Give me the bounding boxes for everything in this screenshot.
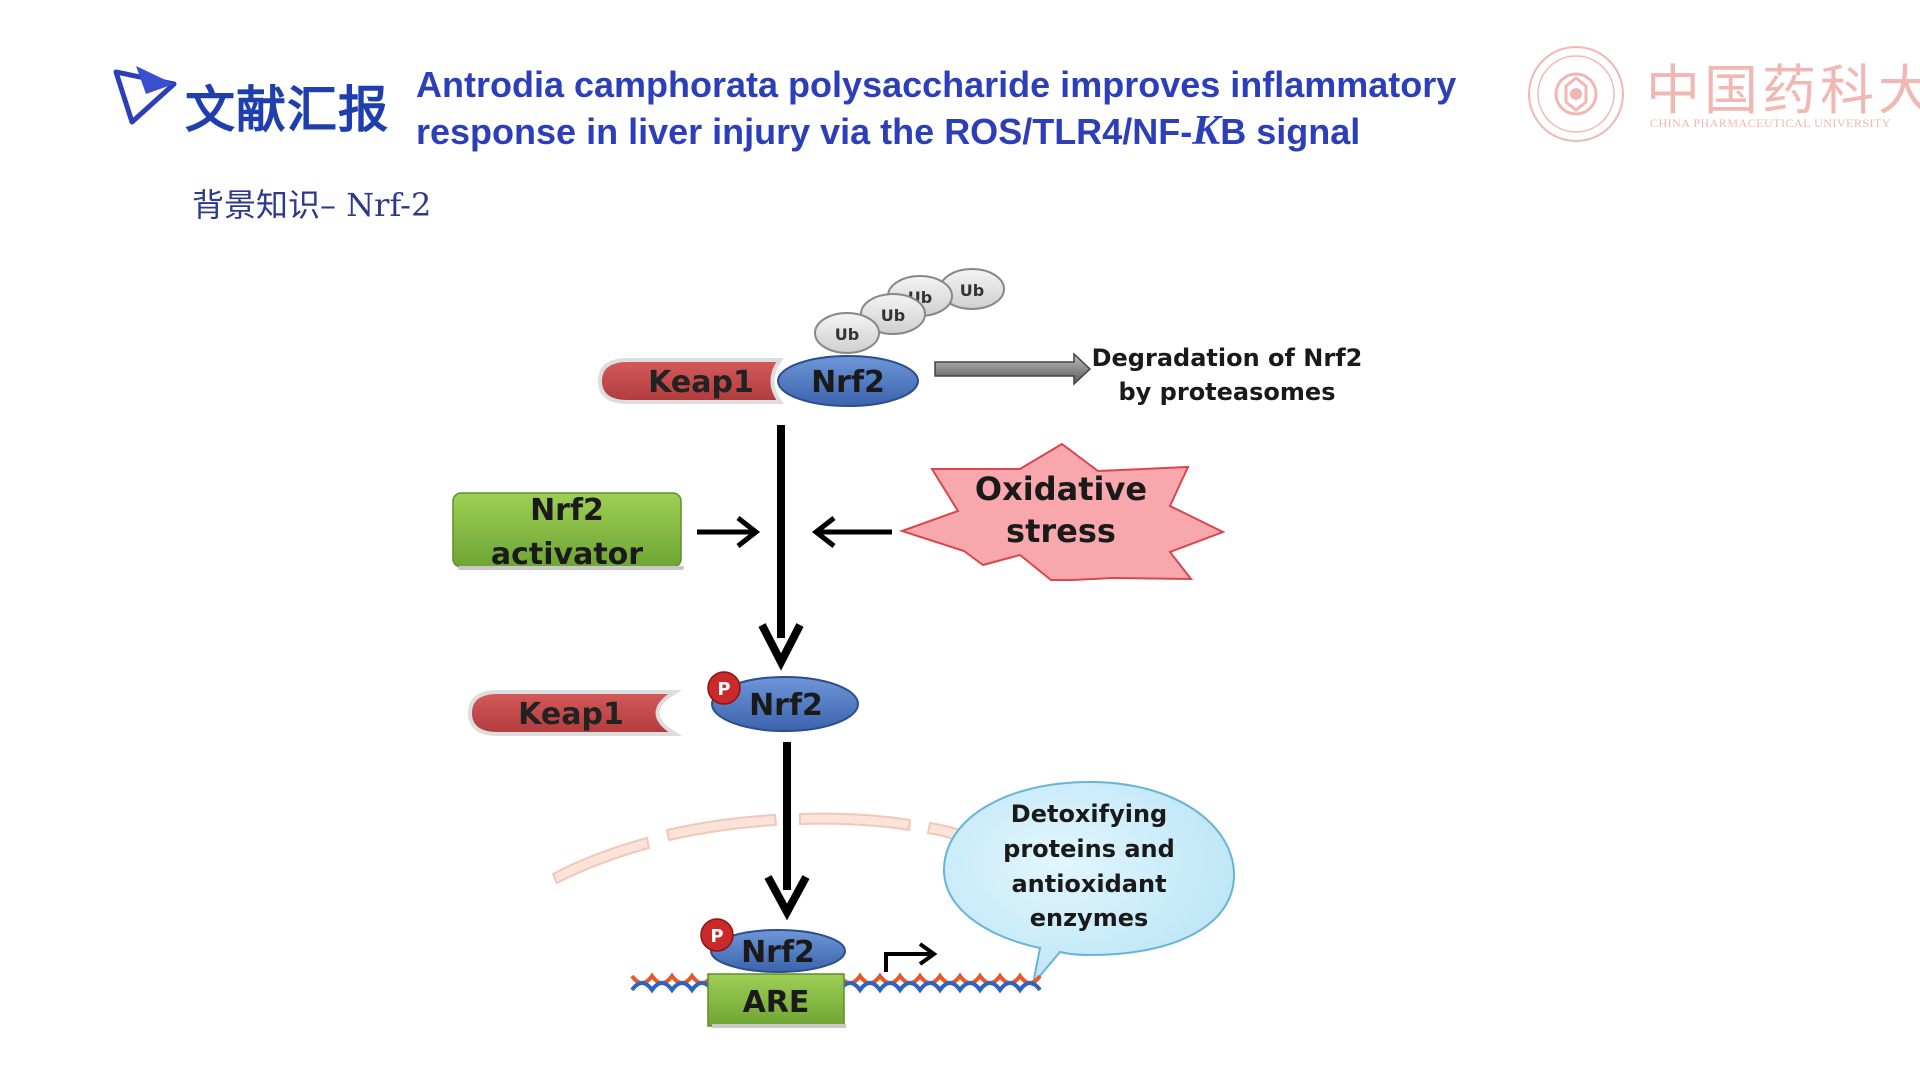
nrf2-shape-bottom [710,929,846,973]
stress-label-line-2: stress [1006,512,1116,550]
section-subtitle: 背景知识– Nrf-2 [192,186,432,224]
nrf2-shape-top [777,355,919,407]
bubble-line-4: enzymes [1030,904,1149,932]
keap1-label-mid: Keap1 [518,697,624,732]
title-line-2-post: B signal [1220,111,1361,152]
university-name-cn: 中国药科大学 [1646,59,1920,122]
activator-arrow [697,516,761,548]
bubble-line-3: antioxidant [1011,870,1166,898]
degradation-arrow [934,352,1092,386]
ub-bead-1 [814,312,880,354]
release-arrow [758,425,804,671]
page-title: Antrodia camphorata polysaccharide impro… [416,62,1516,155]
ub-label-1: Ub [835,325,859,344]
stress-arrow [811,516,892,548]
nrf2-shape-mid [711,676,859,732]
stress-label-line-1: Oxidative [975,470,1147,508]
phospho-label-bottom: P [710,926,723,947]
phospho-label-mid: P [717,679,730,700]
title-line-1: Antrodia camphorata polysaccharide impro… [416,64,1457,105]
nrf2-label-bottom: Nrf2 [741,935,815,970]
phospho-badge-mid [707,671,741,705]
keap1-shape-mid [467,690,683,736]
report-logo-icon [113,66,177,125]
keap1-nrf2-complex-top: Keap1 Nrf2 [597,355,919,407]
keap1-released: Keap1 [467,690,683,736]
oxidative-stress-star: Oxidative stress [898,442,1226,581]
keap1-label-top: Keap1 [648,365,754,400]
bubble-line-1: Detoxifying [1011,800,1167,828]
bubble-line-2: proteins and [1003,835,1175,863]
nrf2-label-mid: Nrf2 [749,688,823,723]
activator-label-line-1: Nrf2 [530,493,604,528]
translocation-arrow [764,742,810,921]
report-label: 文献汇报 [185,81,389,139]
university-name-en: CHINA PHARMACEUTICAL UNIVERSITY [1650,116,1892,130]
ubiquitin-chain: Ub Ub Ub Ub [814,268,1005,354]
ub-label-2: Ub [881,306,905,325]
transcription-start-arrow [884,942,938,972]
nrf2-phosphorylated: Nrf2 P [707,671,859,732]
dna-strand [630,972,1042,994]
degradation-label-line-1: Degradation of Nrf2 [1092,344,1363,372]
title-line-2-pre: response in liver injury via the ROS/TLR… [416,111,1193,152]
university-seal-icon [1528,46,1624,142]
title-line-2: response in liver injury via the ROS/TLR… [416,108,1516,155]
are-element: ARE [707,973,846,1028]
ub-label-4: Ub [960,281,984,300]
phospho-badge-bottom [700,918,734,952]
nuclear-membrane [551,812,967,885]
are-label: ARE [743,985,810,1020]
nrf2-activator-box: Nrf2 activator [452,492,684,572]
nrf2-label-top: Nrf2 [811,365,885,400]
keap1-shape-top [597,358,784,404]
activator-label-line-2: activator [491,537,643,572]
title-kappa: K [1192,108,1221,154]
degradation-label-line-2: by proteasomes [1119,378,1336,406]
gene-products-bubble: Detoxifying proteins and antioxidant enz… [942,780,1236,988]
nrf2-bound-are: Nrf2 P [700,918,846,973]
